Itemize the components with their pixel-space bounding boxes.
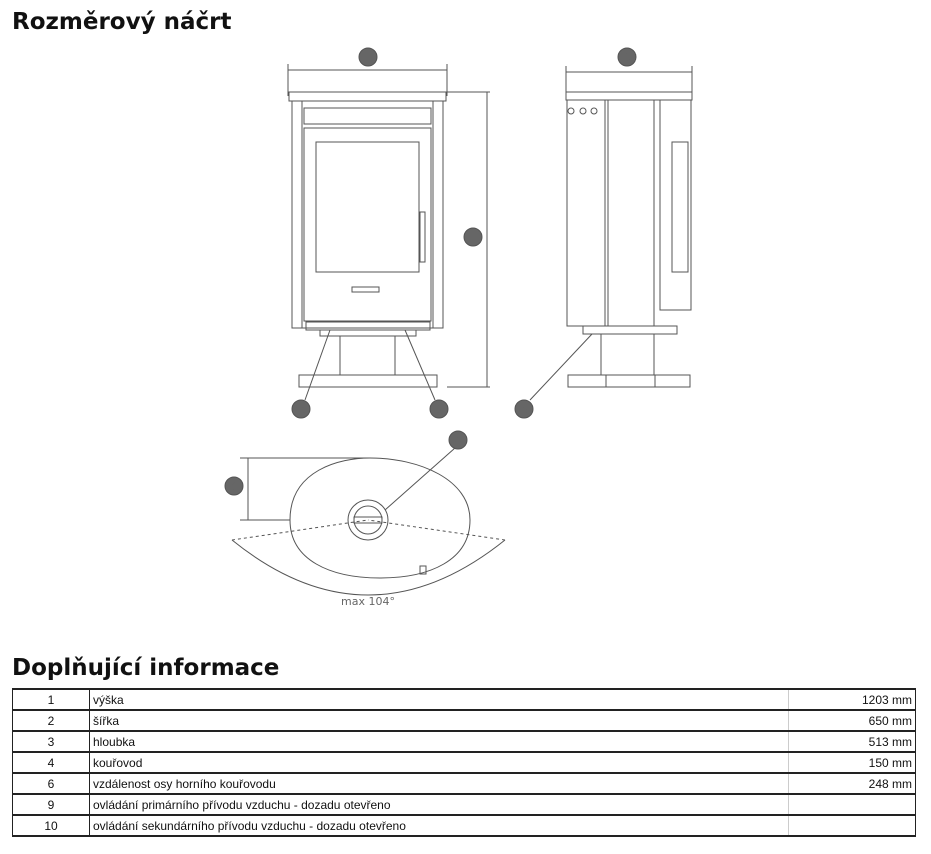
row-number: 3 [12,730,90,753]
dimension-sketch: max 104° 2 3 1 4 6 9 10 A [224,47,693,608]
top-view: max 104° [231,447,506,608]
row-label: výška [89,688,789,711]
row-label: ovládání primárního přívodu vzduchu - do… [89,793,789,816]
row-value: 513 mm [788,730,916,753]
row-label: kouřovod [89,751,789,774]
angle-label: max 104° [341,595,395,608]
row-number: 9 [12,793,90,816]
sketch-title: Rozměrový náčrt [12,9,232,35]
row-value: 1203 mm [788,688,916,711]
callout-9: 9 [436,403,443,416]
info-title: Doplňující informace [12,655,280,681]
row-value: 150 mm [788,751,916,774]
callout-3: 3 [624,51,631,64]
row-label: šířka [89,709,789,732]
callout-10: 10 [295,406,307,416]
callouts: 2 3 1 4 6 9 10 A [224,47,637,496]
callout-4: 4 [455,434,462,447]
row-value [788,793,916,816]
row-label: ovládání sekundárního přívodu vzduchu - … [89,814,789,837]
row-number: 4 [12,751,90,774]
side-view [529,66,693,401]
callout-a: A [520,403,528,416]
row-number: 1 [12,688,90,711]
callout-1: 1 [470,231,477,244]
row-number: 6 [12,772,90,795]
row-label: hloubka [89,730,789,753]
row-value [788,814,916,837]
row-number: 10 [12,814,90,837]
row-number: 2 [12,709,90,732]
row-value: 248 mm [788,772,916,795]
callout-2: 2 [365,51,372,64]
front-view [287,64,490,401]
callout-6: 6 [231,480,238,493]
row-value: 650 mm [788,709,916,732]
row-label: vzdálenost osy horního kouřovodu [89,772,789,795]
